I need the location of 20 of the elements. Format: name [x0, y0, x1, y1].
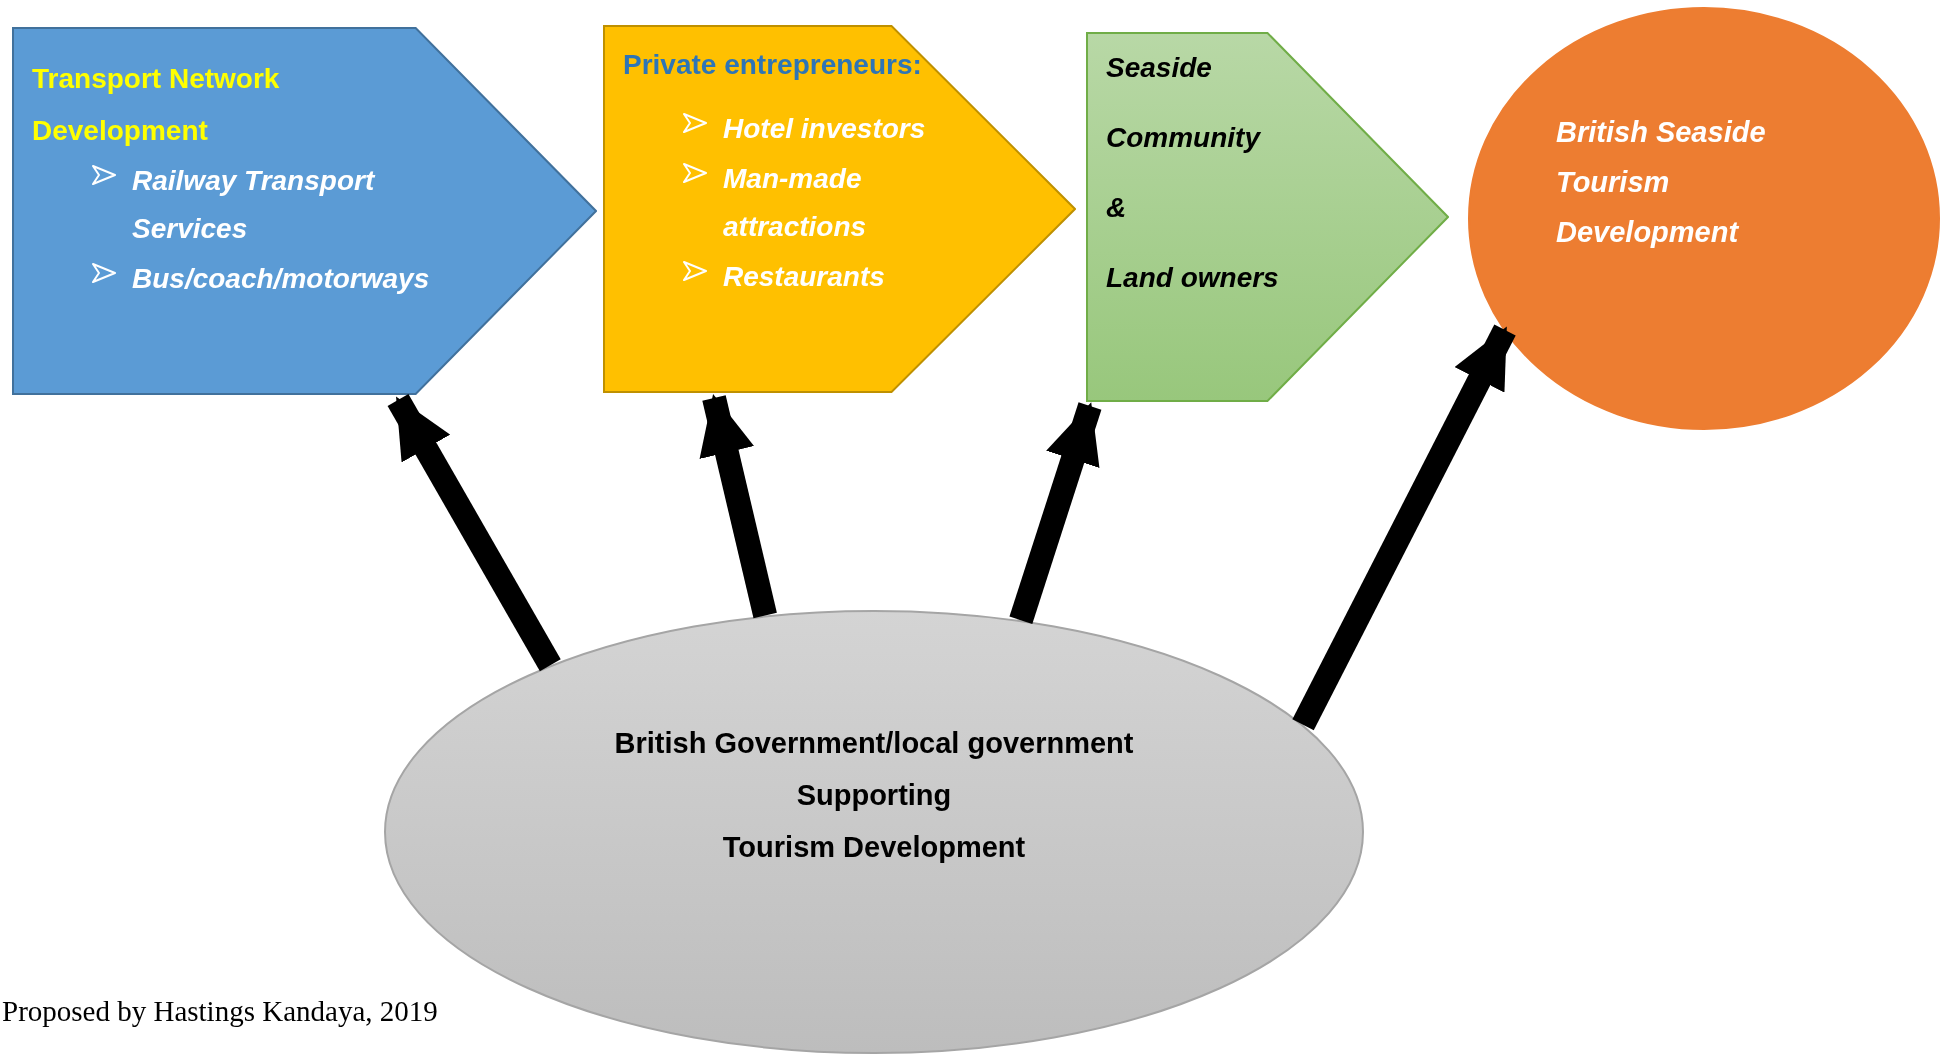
arrow: [387, 394, 561, 672]
node-text: Land owners: [1106, 261, 1279, 295]
node-text: Private entrepreneurs:: [623, 48, 923, 82]
node-text: Community: [1106, 121, 1260, 155]
credit-note: Proposed by Hastings Kandaya, 2019: [2, 994, 438, 1029]
node-text: Bus/coach/motorways: [132, 262, 430, 296]
arrow: [1009, 402, 1102, 624]
node-text: &: [1106, 191, 1127, 225]
node-text: Supporting: [796, 778, 952, 813]
arrow: [1292, 324, 1516, 731]
arrow: [699, 394, 777, 619]
node-text: Restaurants: [723, 260, 885, 294]
node-text: British Government/local government: [614, 726, 1134, 761]
node-text: Hotel investors: [723, 112, 926, 146]
node-text: British Seaside Tourism Development: [1556, 115, 1767, 250]
node-text: Seaside: [1106, 51, 1212, 85]
node-text: Tourism Development: [722, 830, 1026, 865]
node-text: Transport Network Development: [32, 62, 281, 148]
node-text: Man-made attractions: [723, 162, 868, 244]
node-text: Railway Transport Services: [132, 164, 377, 246]
